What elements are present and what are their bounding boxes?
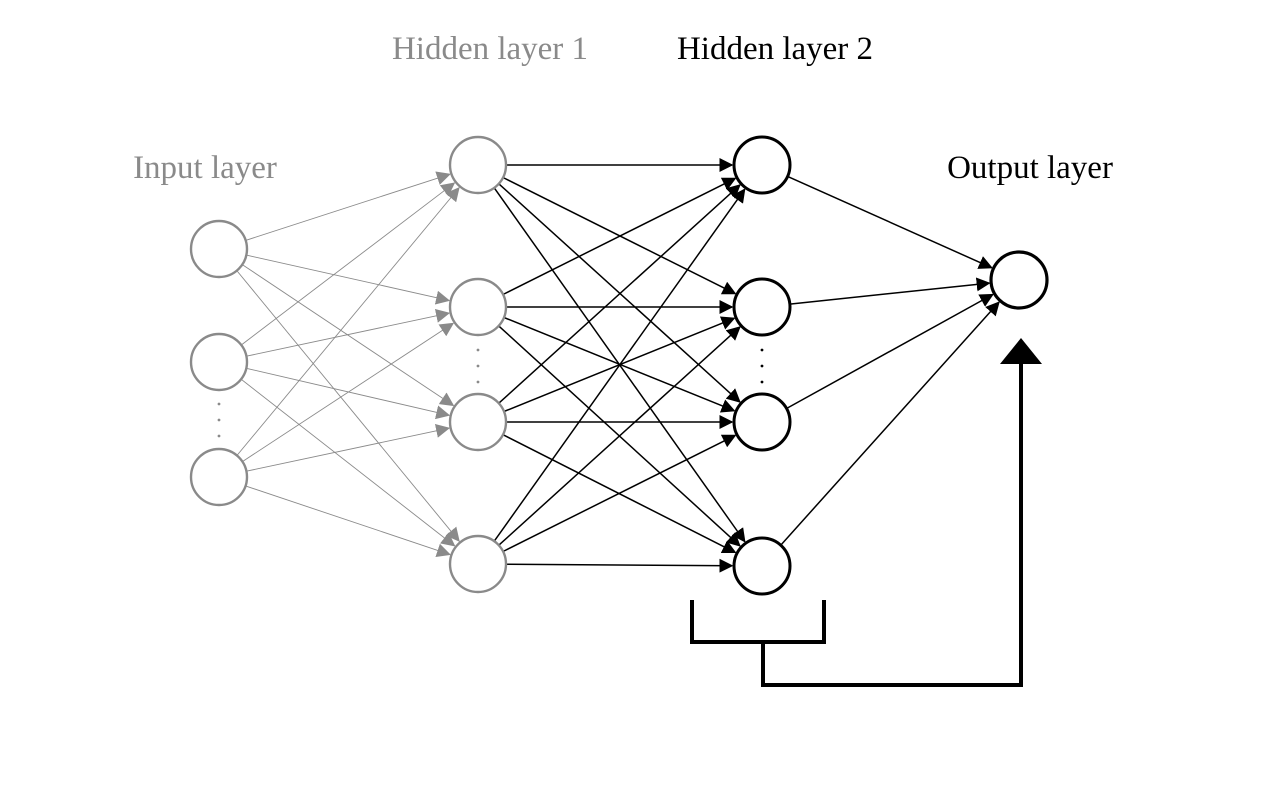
edge-hidden1-hidden2-4-1 bbox=[493, 188, 746, 542]
hidden1-node-1 bbox=[448, 135, 508, 195]
edge-hidden2-output-4 bbox=[780, 301, 1000, 546]
edge-input-hidden1-1-4 bbox=[236, 270, 460, 542]
edge-hidden2-output-3 bbox=[786, 293, 994, 410]
hidden2-ellipsis bbox=[760, 348, 764, 384]
hidden1-ellipsis bbox=[476, 348, 480, 384]
edge-input-hidden1-1-1 bbox=[245, 171, 451, 241]
edge-hidden1-hidden2-4-3 bbox=[502, 434, 737, 553]
edge-input-hidden1-3-2 bbox=[242, 322, 455, 462]
edge-hidden1-hidden2-2-1 bbox=[502, 177, 737, 296]
input-node-2 bbox=[189, 332, 249, 392]
edge-input-hidden1-2-3 bbox=[246, 367, 451, 420]
hidden1-node-3 bbox=[448, 392, 508, 452]
edge-input-hidden1-2-1 bbox=[241, 182, 456, 346]
hidden-layer-1-label: Hidden layer 1 bbox=[392, 31, 588, 67]
output-node-1 bbox=[989, 250, 1049, 310]
edge-input-hidden1-3-4 bbox=[245, 485, 451, 558]
hidden2-bracket bbox=[690, 600, 826, 644]
edge-hidden2-output-1 bbox=[787, 175, 993, 269]
neurons bbox=[189, 135, 1049, 596]
edge-input-hidden1-3-1 bbox=[236, 187, 460, 456]
feedback-arrowhead bbox=[1000, 338, 1042, 364]
input-ellipsis bbox=[217, 402, 221, 438]
hidden1-node-4 bbox=[448, 534, 508, 594]
hidden2-node-1 bbox=[732, 135, 792, 195]
edge-hidden1-hidden2-1-3 bbox=[498, 183, 741, 403]
edge-hidden1-hidden2-4-2 bbox=[498, 326, 741, 546]
feedback-connection bbox=[761, 362, 1023, 687]
input-layer-label: Input layer bbox=[133, 150, 277, 186]
edge-input-hidden1-3-3 bbox=[246, 423, 451, 472]
input-to-hidden1-connections bbox=[236, 171, 460, 558]
input-node-3 bbox=[189, 447, 249, 507]
edge-hidden1-hidden2-3-1 bbox=[498, 184, 741, 404]
edge-input-hidden1-1-2 bbox=[246, 254, 451, 305]
hidden-layer-2-label: Hidden layer 2 bbox=[677, 31, 873, 67]
hidden2-node-4 bbox=[732, 536, 792, 596]
hidden2-to-output-connections bbox=[780, 175, 1000, 546]
edge-hidden2-output-2 bbox=[789, 277, 991, 305]
hidden1-to-hidden2-connections bbox=[493, 158, 746, 573]
hidden2-node-3 bbox=[732, 392, 792, 452]
edge-input-hidden1-2-2 bbox=[246, 308, 451, 357]
hidden2-node-2 bbox=[732, 277, 792, 337]
output-layer-label: Output layer bbox=[947, 150, 1113, 186]
input-node-1 bbox=[189, 219, 249, 279]
hidden1-node-2 bbox=[448, 277, 508, 337]
edge-hidden1-hidden2-4-4 bbox=[505, 558, 734, 573]
edge-hidden1-hidden2-1-2 bbox=[502, 176, 737, 295]
